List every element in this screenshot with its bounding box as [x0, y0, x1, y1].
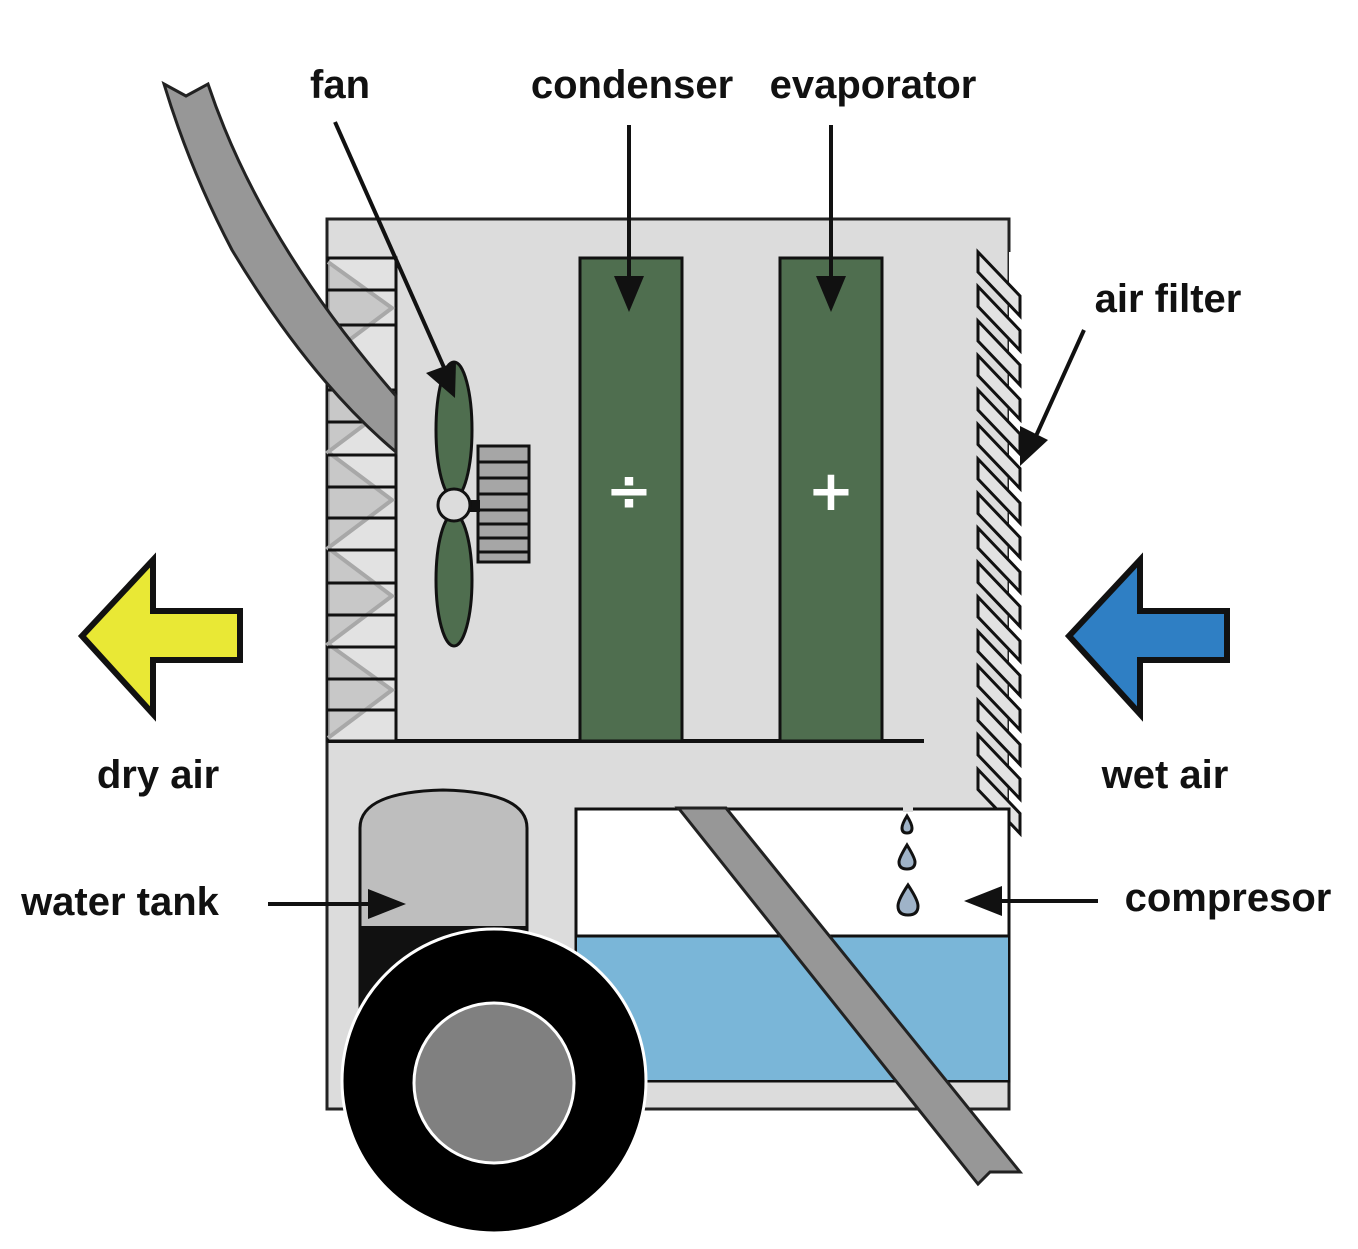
- wheel-hub: [412, 1001, 576, 1165]
- filter-louver: [976, 489, 1022, 562]
- label-air-filter: air filter: [1095, 277, 1242, 321]
- wet-air-arrow-icon: [1064, 552, 1230, 722]
- droplet-icon: [897, 842, 917, 871]
- water-level: [577, 936, 1008, 1080]
- filter-louver: [976, 455, 1022, 527]
- label-compressor: compresor: [1125, 876, 1332, 920]
- water-tank-arrowhead-icon: [368, 889, 406, 919]
- compressor-arrowhead-icon: [964, 886, 1002, 916]
- filter-louver: [976, 696, 1022, 769]
- fan-blade-bottom: [434, 512, 474, 648]
- air-filter: [976, 248, 1022, 838]
- bottom-hose: [674, 806, 1024, 1187]
- droplet-icon: [896, 882, 920, 917]
- dry-air-arrow-icon: [77, 552, 243, 722]
- filter-louver: [976, 662, 1022, 734]
- filter-louver: [976, 282, 1022, 355]
- filter-louver: [976, 248, 1022, 320]
- wheel: [340, 927, 648, 1235]
- fan-leader-line: [333, 121, 448, 373]
- condenser-arrowhead-icon: [614, 276, 644, 312]
- filter-louver: [976, 351, 1022, 424]
- label-evaporator: evaporator: [770, 63, 977, 107]
- label-condenser: condenser: [531, 63, 733, 107]
- filter-louver: [976, 627, 1022, 700]
- top-hose: [161, 80, 398, 456]
- label-fan: fan: [310, 63, 370, 107]
- label-wet-air: wet air: [1101, 753, 1229, 797]
- evaporator-arrowhead-icon: [816, 276, 846, 312]
- filter-louver: [976, 731, 1022, 803]
- fan: [434, 360, 531, 648]
- fan-motor: [476, 444, 531, 564]
- air-filter-arrowhead-icon: [1020, 426, 1048, 466]
- leader-lines: [268, 121, 1098, 919]
- label-dry-air: dry air: [97, 753, 219, 797]
- filter-louver: [976, 317, 1022, 389]
- evaporator-coil: +: [778, 256, 884, 743]
- filter-louver: [976, 524, 1022, 596]
- condenser-coil: ÷: [578, 256, 684, 743]
- condenser-symbol: ÷: [606, 459, 653, 524]
- air-filter-leader-line: [1034, 329, 1086, 437]
- droplet-icon: [900, 813, 914, 835]
- water-droplets: [896, 813, 920, 917]
- filter-louver: [976, 558, 1022, 631]
- label-water-tank: water tank: [20, 880, 220, 924]
- fan-hub: [436, 487, 472, 523]
- fan-arrowhead-icon: [426, 362, 456, 398]
- filter-louver: [976, 593, 1022, 665]
- filter-louver: [976, 420, 1022, 493]
- evaporator-symbol: +: [808, 459, 855, 524]
